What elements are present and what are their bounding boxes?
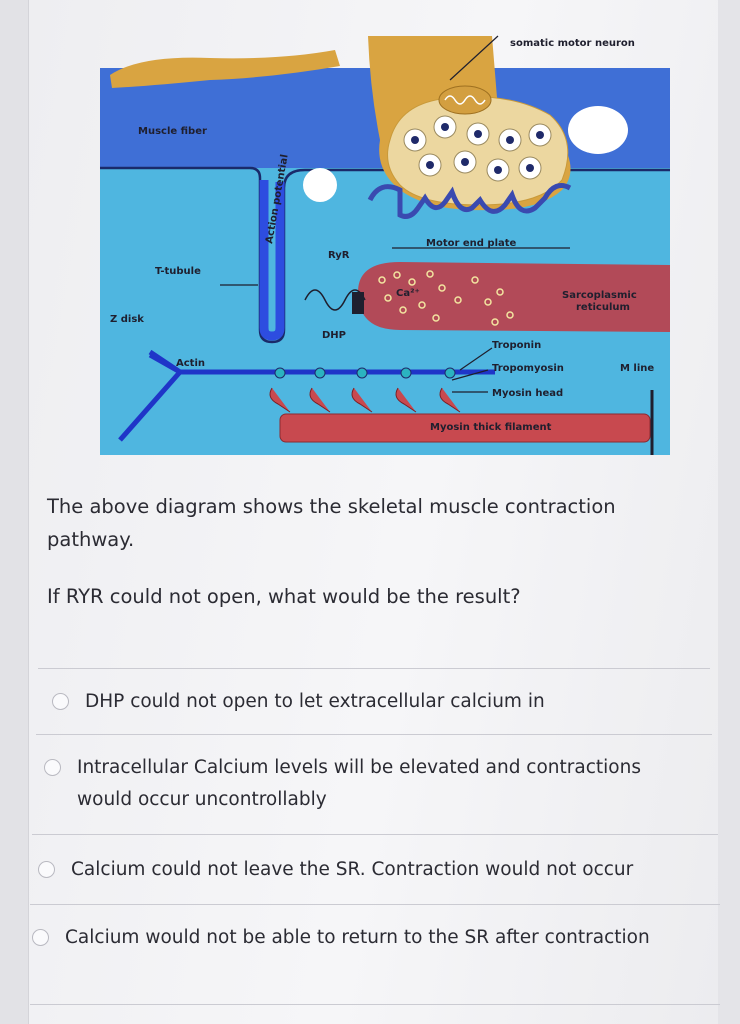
option-3[interactable]: Calcium could not leave the SR. Contract…	[38, 854, 698, 886]
option-label: Calcium could not leave the SR. Contract…	[71, 859, 634, 880]
divider	[30, 904, 720, 905]
option-label: Intracellular Calcium levels will be ele…	[77, 757, 641, 810]
label-muscle-fiber: Muscle fiber	[138, 126, 207, 137]
label-actin: Actin	[176, 358, 205, 369]
myosin-heads	[269, 387, 461, 413]
option-4[interactable]: Calcium would not be able to return to t…	[32, 922, 722, 954]
label-ca: Ca²⁺	[396, 288, 420, 299]
label-sr-line1: Sarcoplasmic	[562, 290, 637, 301]
divider	[36, 734, 712, 735]
muscle-contraction-diagram: somatic motor neuron Muscle fiber Action…	[100, 35, 670, 455]
question-intro: The above diagram shows the skeletal mus…	[47, 495, 616, 551]
label-sr-line2: reticulum	[576, 302, 630, 313]
option-1[interactable]: DHP could not open to let extracellular …	[52, 686, 692, 718]
label-ryr: RyR	[328, 250, 350, 261]
radio-button[interactable]	[32, 929, 49, 946]
myosin-thick-filament	[279, 413, 651, 443]
option-label: Calcium would not be able to return to t…	[65, 927, 650, 948]
t-tubule	[259, 180, 285, 341]
label-m-line: M line	[620, 363, 654, 374]
vesicle-right	[568, 106, 628, 154]
right-margin	[718, 0, 740, 1024]
axon	[110, 50, 340, 88]
sarcolemma	[100, 166, 670, 344]
divider	[30, 1004, 720, 1005]
radio-button[interactable]	[44, 759, 61, 776]
label-myosin-head: Myosin head	[492, 388, 563, 399]
label-myosin-thick-filament: Myosin thick filament	[430, 422, 552, 433]
ryr-channel	[304, 289, 366, 311]
label-motor-end-plate: Motor end plate	[426, 238, 517, 249]
question-prompt: If RYR could not open, what would be the…	[47, 585, 521, 608]
vesicle	[303, 168, 337, 202]
radio-button[interactable]	[52, 693, 69, 710]
calcium-ions	[378, 270, 514, 326]
option-label: DHP could not open to let extracellular …	[85, 691, 545, 712]
label-somatic-motor-neuron: somatic motor neuron	[510, 38, 635, 49]
dhp-channel	[352, 292, 364, 314]
label-troponin: Troponin	[492, 340, 541, 351]
label-z-disk: Z disk	[110, 314, 144, 325]
label-t-tubule: T-tubule	[155, 266, 201, 277]
divider	[32, 834, 718, 835]
left-margin	[0, 0, 28, 1024]
motor-end-plate	[367, 183, 572, 219]
radio-button[interactable]	[38, 861, 55, 878]
option-2[interactable]: Intracellular Calcium levels will be ele…	[44, 752, 684, 816]
divider	[38, 668, 710, 669]
label-tropomyosin: Tropomyosin	[492, 363, 564, 374]
troponin-complex	[274, 367, 456, 379]
label-dhp: DHP	[322, 330, 346, 341]
